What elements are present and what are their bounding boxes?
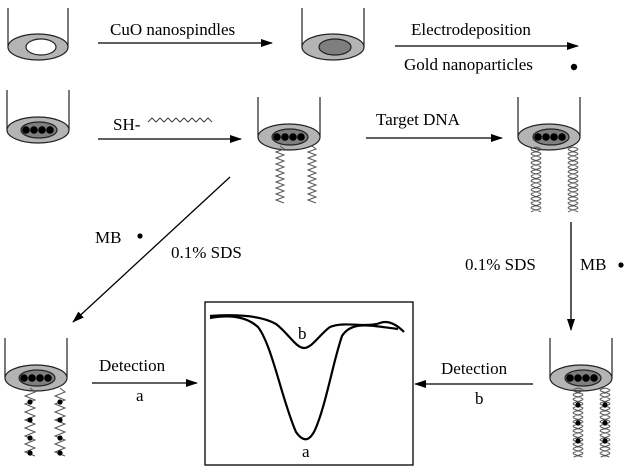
arrow-mb-left: [72, 176, 231, 323]
dsdna-helix: [599, 387, 611, 458]
electrode-cuo: [301, 8, 365, 61]
dsdna-helix: [572, 387, 584, 458]
mb-dot: [575, 420, 581, 426]
mb-dot: [602, 420, 608, 426]
dsdna-helix: [567, 146, 579, 213]
label-cuo-nanospindles: CuO nanospindles: [110, 20, 236, 39]
mb-dot: [602, 402, 608, 408]
label-sh: SH-: [113, 115, 141, 134]
mb-dot: [602, 438, 608, 444]
mb-dot: [575, 438, 581, 444]
curve-b-label: b: [298, 324, 307, 343]
curve-b: [209, 314, 405, 350]
electrode-gold: [6, 90, 70, 144]
ssdna-strand: [274, 145, 286, 204]
electrode-hybrid-mb: [549, 338, 613, 458]
electrode-bare: [7, 8, 69, 61]
thiol-probe-squiggle: [147, 117, 213, 123]
label-target-dna: Target DNA: [376, 110, 460, 129]
mb-dot: [57, 435, 63, 441]
mb-dots-group: [27, 399, 63, 456]
label-detection-right: Detection: [441, 359, 508, 378]
electrode-probe: [257, 97, 321, 204]
label-detection-right-sub: b: [475, 389, 484, 408]
electrode-hybrid: [517, 97, 581, 213]
label-detection-left-sub: a: [136, 386, 144, 405]
mb-dot: [57, 399, 63, 405]
mb-dot: [27, 450, 33, 456]
mb-dot: [575, 402, 581, 408]
label-gold-nanoparticles: Gold nanoparticles: [404, 55, 533, 74]
label-detection-left: Detection: [99, 356, 166, 375]
label-electrodeposition: Electrodeposition: [411, 20, 531, 39]
mb-dot: [57, 450, 63, 456]
mb-dot: [57, 417, 63, 423]
mb-dot: [27, 399, 33, 405]
label-mb-left: MB: [95, 228, 122, 247]
mb-dots-group: [575, 402, 608, 444]
electrode-probe-mb: [4, 338, 68, 457]
ssdna-strand: [306, 145, 318, 204]
label-sds-right: 0.1% SDS: [465, 255, 536, 274]
mb-dot-right: [618, 262, 624, 268]
curve-a-label: a: [302, 442, 310, 461]
mb-dot: [27, 417, 33, 423]
label-sds-left: 0.1% SDS: [171, 243, 242, 262]
mb-dot-left: [137, 233, 143, 239]
gold-nanoparticle-dot: [570, 63, 578, 71]
dsdna-helix: [530, 146, 542, 213]
curve-a: [209, 315, 399, 441]
label-mb-right: MB: [580, 255, 607, 274]
mb-dot: [27, 435, 33, 441]
